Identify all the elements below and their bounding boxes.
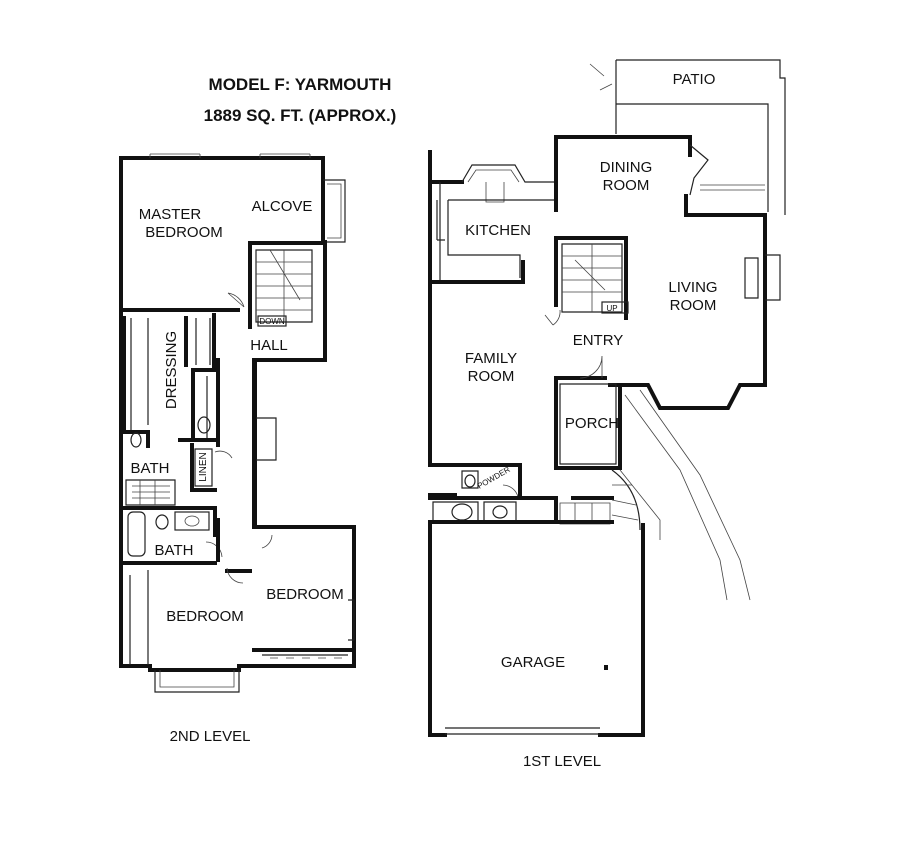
family-room-label-2: ROOM xyxy=(468,368,515,385)
bedroom-label-left: BEDROOM xyxy=(166,608,244,625)
vanity xyxy=(174,511,210,531)
kitchen-bay-window xyxy=(461,164,555,183)
stairs-up-label: UP xyxy=(606,304,617,313)
stairs-down-label: DOWN xyxy=(259,317,285,326)
kitchen-label: KITCHEN xyxy=(465,222,531,239)
hall-label: HALL xyxy=(250,337,288,354)
family-room-label: FAMILY xyxy=(465,350,517,367)
garage-door xyxy=(445,727,600,735)
plan-title: MODEL F: YARMOUTH xyxy=(209,75,392,94)
porch-outline xyxy=(559,383,617,465)
dining-room-wall xyxy=(554,135,692,184)
master-bedroom-label: MASTER xyxy=(139,206,202,223)
linen-label: LINEN xyxy=(198,452,209,481)
alcove-label: ALCOVE xyxy=(252,198,313,215)
laundry-appliance xyxy=(451,503,473,521)
entry-stairs xyxy=(561,243,623,313)
first-level-plan: UP PATIO DINING ROOM KITCHEN xyxy=(428,59,786,770)
dressing-toilet xyxy=(197,416,211,434)
master-bedroom-label-2: BEDROOM xyxy=(145,224,223,241)
living-room-label-2: ROOM xyxy=(670,297,717,314)
first-level-caption: 1ST LEVEL xyxy=(523,753,601,770)
bedroom-label-right: BEDROOM xyxy=(266,586,344,603)
fireplace xyxy=(765,254,781,301)
dressing-label: DRESSING xyxy=(163,331,180,409)
bath-label-upper: BATH xyxy=(131,460,170,477)
garage-label: GARAGE xyxy=(501,654,565,671)
shower xyxy=(125,479,176,506)
living-room-label: LIVING xyxy=(668,279,717,296)
plan-subtitle: 1889 SQ. FT. (APPROX.) xyxy=(204,106,397,125)
bath-toilet xyxy=(130,432,142,448)
second-level-caption: 2ND LEVEL xyxy=(170,728,251,745)
bath-label-lower: BATH xyxy=(155,542,194,559)
patio-outline xyxy=(616,59,786,215)
dining-room-label: DINING xyxy=(600,159,653,176)
patio-label: PATIO xyxy=(673,71,716,88)
powder-toilet xyxy=(464,474,476,488)
second-level-plan: DOWN xyxy=(119,153,356,745)
bedroom-bay-window xyxy=(154,670,240,693)
alcove-window xyxy=(323,179,346,243)
powder-label: POWDER xyxy=(476,465,512,491)
entry-label: ENTRY xyxy=(573,332,624,349)
bathtub xyxy=(127,511,146,557)
porch-label: PORCH xyxy=(565,415,619,432)
dining-room-label-2: ROOM xyxy=(603,177,650,194)
